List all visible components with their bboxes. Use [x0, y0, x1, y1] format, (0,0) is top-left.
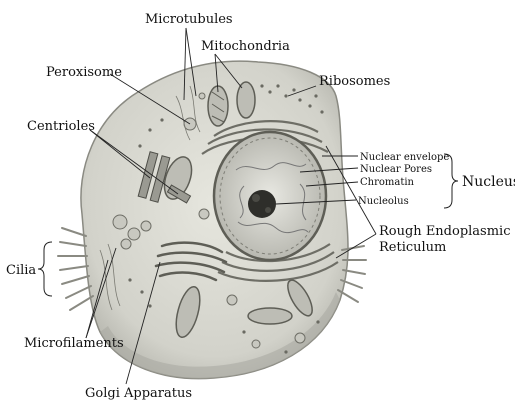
cilia-brace [38, 242, 52, 296]
label-centrioles: Centrioles [27, 119, 95, 134]
label-cilia: Cilia [6, 263, 36, 278]
nucleus [214, 132, 326, 260]
label-golgi-apparatus: Golgi Apparatus [85, 386, 192, 401]
label-mitochondria: Mitochondria [201, 39, 290, 54]
label-nuclear-pores: Nuclear Pores [360, 164, 432, 175]
label-microfilaments: Microfilaments [24, 336, 124, 351]
label-rough-er-line2: Reticulum [379, 240, 446, 255]
label-chromatin: Chromatin [360, 177, 415, 188]
label-nucleolus: Nucleolus [358, 196, 409, 207]
label-microtubules: Microtubules [145, 12, 233, 27]
label-peroxisome: Peroxisome [46, 65, 122, 80]
label-ribosomes: Ribosomes [319, 74, 390, 89]
label-rough-er-line1: Rough Endoplasmic [379, 224, 511, 239]
label-nuclear-envelope: Nuclear envelope [360, 152, 449, 163]
nucleolus [248, 190, 276, 218]
label-nucleus: Nucleus [462, 174, 515, 190]
